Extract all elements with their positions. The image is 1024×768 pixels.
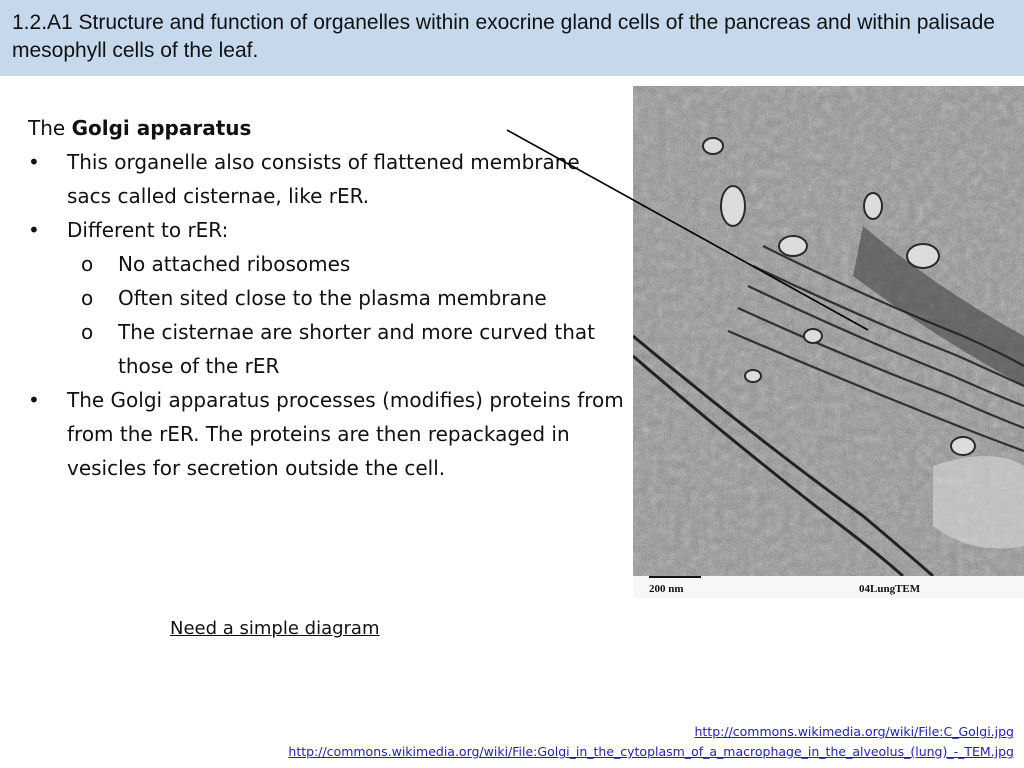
micrograph-label: 04LungTEM xyxy=(859,583,921,595)
sub-bullet-item: o The cisternae are shorter and more cur… xyxy=(67,315,628,383)
sub-bullet-item: o Often sited close to the plasma membra… xyxy=(67,281,628,315)
bullet-text: Different to rER: xyxy=(67,218,229,242)
sub-bullet-text: The cisternae are shorter and more curve… xyxy=(118,320,595,378)
slide-title: 1.2.A1 Structure and function of organel… xyxy=(12,11,995,62)
bullet-text: The Golgi apparatus processes (modifies)… xyxy=(67,388,624,480)
source-links: http://commons.wikimedia.org/wiki/File:C… xyxy=(288,722,1014,762)
bullet-item: • The Golgi apparatus processes (modifie… xyxy=(28,383,628,485)
heading-prefix: The xyxy=(28,116,66,140)
sub-bullet-item: o No attached ribosomes xyxy=(67,247,628,281)
bullet-list: • This organelle also consists of flatte… xyxy=(28,145,628,485)
note-text: Need a simple diagram xyxy=(170,618,380,639)
body-text: The Golgi apparatus • This organelle als… xyxy=(28,111,628,485)
heading-bold: Golgi apparatus xyxy=(71,116,252,140)
golgi-micrograph: 200 nm 04LungTEM xyxy=(633,86,1024,598)
bullet-text: This organelle also consists of flattene… xyxy=(67,150,580,208)
bullet-item: • This organelle also consists of flatte… xyxy=(28,145,628,213)
bullet-dot-icon: • xyxy=(28,218,40,242)
scale-bar-label: 200 nm xyxy=(649,583,684,595)
source-link-golgi[interactable]: http://commons.wikimedia.org/wiki/File:C… xyxy=(694,724,1014,739)
source-link-tem[interactable]: http://commons.wikimedia.org/wiki/File:G… xyxy=(288,744,1014,759)
circle-bullet-icon: o xyxy=(81,320,94,344)
circle-bullet-icon: o xyxy=(81,286,94,310)
bullet-item: • Different to rER: o No attached riboso… xyxy=(28,213,628,383)
sub-bullet-text: Often sited close to the plasma membrane xyxy=(118,286,547,310)
circle-bullet-icon: o xyxy=(81,252,94,276)
title-bar: 1.2.A1 Structure and function of organel… xyxy=(0,0,1024,76)
sub-bullet-text: No attached ribosomes xyxy=(118,252,351,276)
sub-bullet-list: o No attached ribosomes o Often sited cl… xyxy=(67,247,628,383)
bullet-dot-icon: • xyxy=(28,388,40,412)
section-heading: The Golgi apparatus xyxy=(28,111,628,145)
bullet-dot-icon: • xyxy=(28,150,40,174)
